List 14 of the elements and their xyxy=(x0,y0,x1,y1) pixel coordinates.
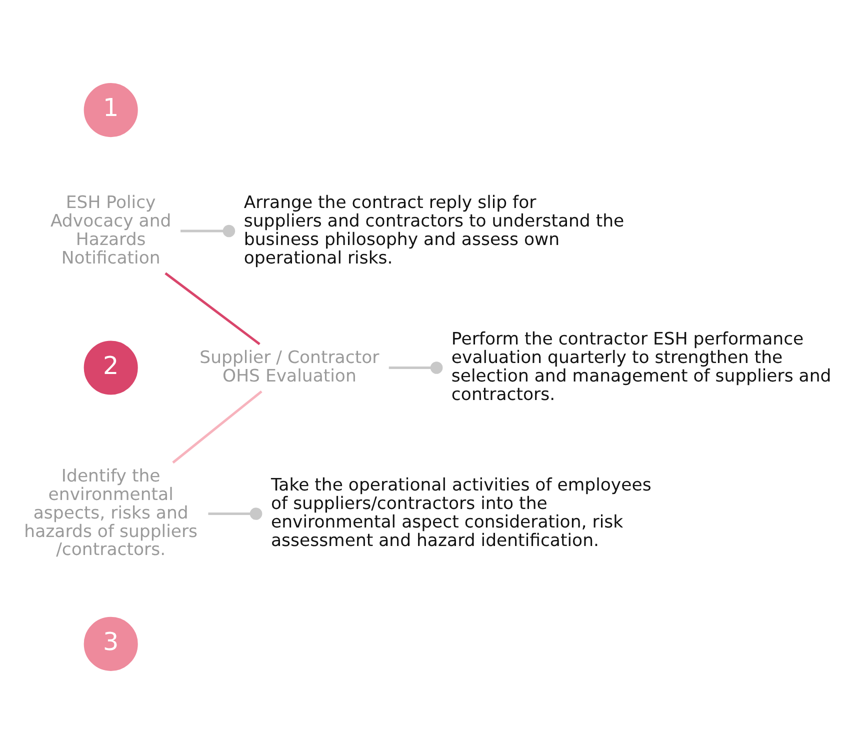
node-text: ESH Policy Advocacy and Hazards Notification xyxy=(50,192,172,268)
node-text: Supplier / Contractor OHS Evaluation xyxy=(200,348,380,387)
connector xyxy=(164,272,260,346)
node-text: Perform the contractor ESH performance evaluation quarterly to strengthen the selection and management of suppliers and contractors. xyxy=(451,330,832,406)
node-circle: 2 xyxy=(84,340,138,395)
node-text: Identify the environmental aspects, risks and hazards of suppliers /contractors. xyxy=(24,466,198,560)
node-text: Take the operational activities of employees of suppliers/contractors into the environmental aspect consideration, risk assessment and hazard identification. xyxy=(270,476,652,551)
connector xyxy=(208,508,262,520)
connector xyxy=(388,362,443,374)
connector xyxy=(180,224,236,238)
node-circle: 3 xyxy=(84,616,138,671)
node-circle: 1 xyxy=(84,83,138,138)
connector xyxy=(172,390,262,464)
node-text: Arrange the contract reply slip for suppliers and contractors to understand the business philosophy and assess own operational risks. xyxy=(244,192,624,268)
